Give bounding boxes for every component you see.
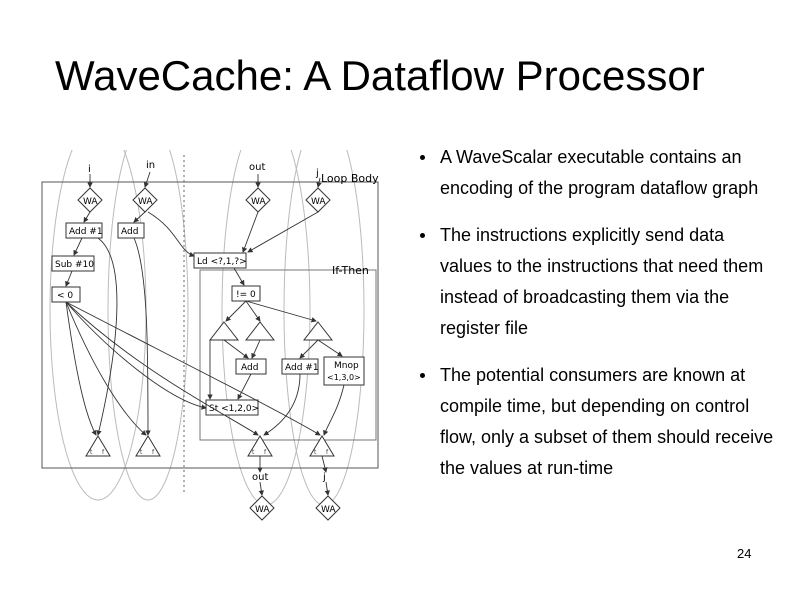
svg-text:t: t (252, 449, 255, 456)
if-then-box (199, 269, 377, 441)
bullet-dot (420, 373, 425, 378)
steer-nodes-middle (208, 321, 334, 341)
wa-label: WA (251, 197, 266, 207)
dataflow-graph-figure: Loop Body If-Then i in out j WA WA WA WA… (38, 114, 398, 530)
node-lt0-label: < 0 (57, 291, 73, 301)
svg-text:f: f (326, 449, 329, 456)
dataflow-graph: Loop Body If-Then i in out j WA WA WA WA… (41, 114, 379, 521)
wa-label: WA (83, 197, 98, 207)
node-mnop-label: Mnop (334, 361, 359, 371)
output-out: out (252, 472, 268, 483)
bullet-item: The instructions explicitly send data va… (418, 220, 778, 344)
steer-triangle (85, 435, 111, 457)
bullet-dot (420, 155, 425, 160)
svg-text:t: t (90, 449, 93, 456)
node-add-label: Add (121, 227, 138, 237)
input-i: i (88, 164, 91, 175)
graph-edges (65, 171, 345, 496)
bullet-item: The potential consumers are known at com… (418, 360, 778, 484)
bullet-item: A WaveScalar executable contains an enco… (418, 142, 778, 204)
node-add1 (65, 222, 103, 239)
bullet-dot (420, 233, 425, 238)
bullet-text: The potential consumers are known at com… (440, 365, 774, 478)
node-add1-label: Add #1 (69, 227, 103, 237)
node-mnop-tag: <1,3,0> (327, 373, 361, 382)
bullet-list: A WaveScalar executable contains an enco… (418, 142, 778, 500)
page-number: 24 (737, 546, 752, 561)
input-j: j (315, 168, 319, 179)
steer-triangle (208, 321, 240, 341)
node-add-mid-label: Add (241, 363, 258, 373)
steer-triangle (302, 321, 334, 341)
svg-text:f: f (264, 449, 267, 456)
wa-diamond (315, 495, 341, 521)
instruction-nodes: Add #1 Add Sub #10 < 0 Ld <?,1,?> != 0 A… (51, 222, 365, 416)
input-out: out (249, 162, 265, 173)
wa-label: WA (311, 197, 326, 207)
bullet-text: A WaveScalar executable contains an enco… (440, 147, 759, 198)
bullet-text: The instructions explicitly send data va… (440, 225, 764, 338)
wa-label: WA (138, 197, 153, 207)
node-ne0-label: != 0 (236, 290, 256, 300)
node-sub10-label: Sub #10 (55, 260, 94, 270)
svg-text:f: f (152, 449, 155, 456)
wa-diamond (249, 495, 275, 521)
node-add1-mid-label: Add #1 (285, 363, 319, 373)
loop-body-label: Loop Body (321, 172, 379, 185)
node-st-label: St <1,2,0> (209, 404, 259, 414)
svg-text:WA: WA (255, 505, 270, 515)
svg-text:WA: WA (321, 505, 336, 515)
node-sub10 (51, 255, 95, 272)
if-then-label: If-Then (332, 264, 369, 277)
node-ld-label: Ld <?,1,?> (197, 257, 247, 267)
input-in: in (146, 160, 155, 171)
svg-text:t: t (140, 449, 143, 456)
steer-triangle (135, 435, 161, 457)
slide-title: WaveCache: A Dataflow Processor (55, 52, 705, 99)
node-add (117, 222, 145, 239)
wa-nodes-bottom: WA WA (249, 495, 341, 521)
loop-body-box (41, 181, 379, 469)
steer-triangle (244, 321, 276, 341)
node-mnop (323, 356, 365, 386)
svg-text:f: f (102, 449, 105, 456)
output-j: j (322, 472, 326, 483)
node-ld (193, 252, 247, 269)
svg-text:t: t (314, 449, 317, 456)
